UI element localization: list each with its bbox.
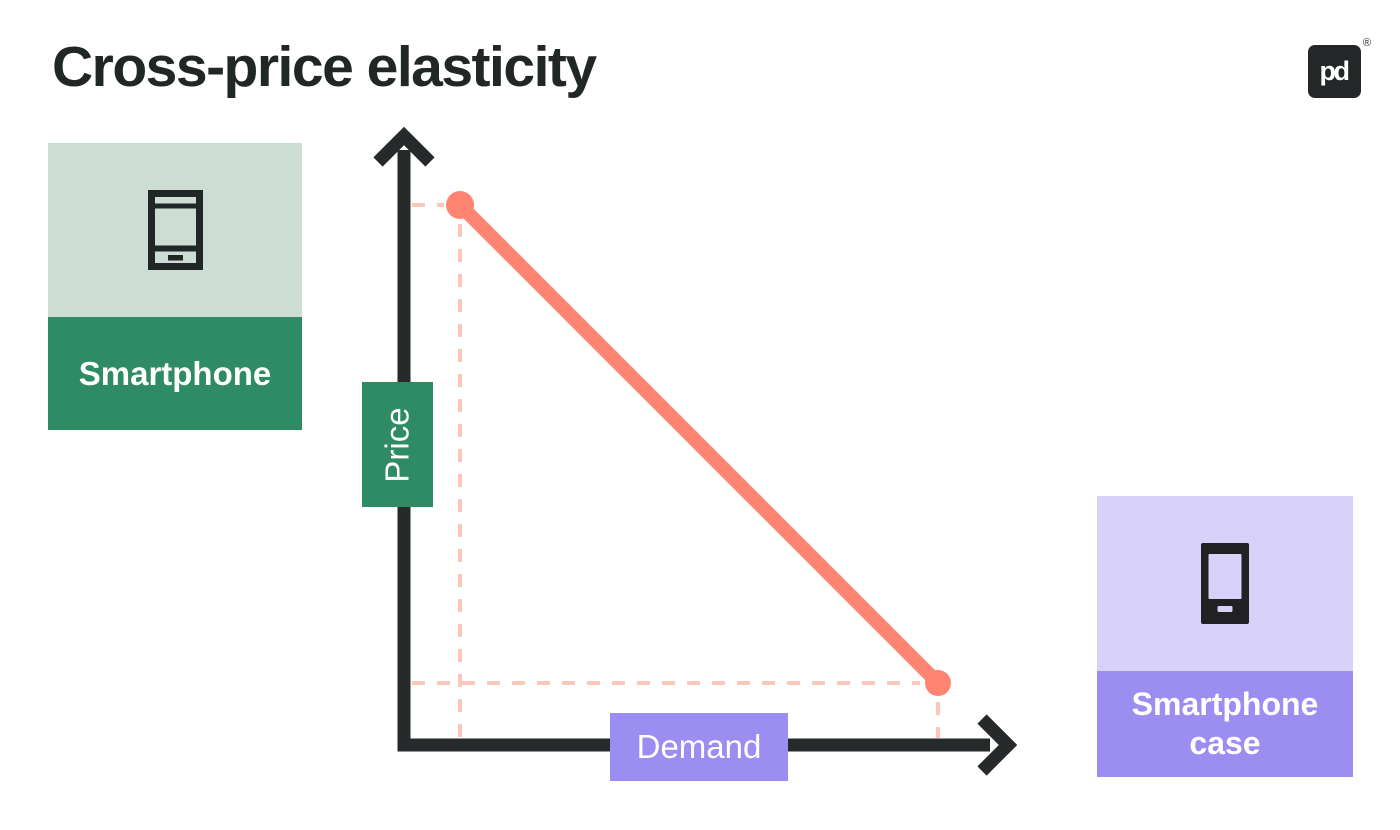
price-label-text: Price — [378, 406, 416, 483]
data-point-low-price-high-demand — [925, 670, 951, 696]
pandadoc-logo: pd ® — [1308, 37, 1371, 98]
card-smartphone: Smartphone — [48, 143, 302, 430]
logo-pd-glyph: pd — [1319, 56, 1351, 86]
card-smartphone-case-label: Smartphone case — [1097, 671, 1353, 777]
dashed-guide-lines — [412, 203, 940, 738]
page-title: Cross-price elasticity — [52, 35, 597, 99]
card-smartphone-case: Smartphone case — [1097, 496, 1353, 777]
y-axis-label-price: Price — [362, 382, 433, 507]
demand-curve-line — [455, 200, 943, 688]
smartphone-label-text: Smartphone — [78, 354, 272, 392]
card-smartphone-image-area — [48, 143, 302, 317]
demand-label-text: Demand — [636, 728, 762, 765]
x-axis-label-demand: Demand — [610, 713, 788, 781]
card-smartphone-label: Smartphone — [48, 317, 302, 430]
y-axis-arrowhead — [373, 126, 435, 167]
logo-square: pd — [1308, 45, 1361, 98]
smartphone-outline-icon — [147, 190, 203, 270]
case-label-line2: case — [1189, 725, 1261, 761]
axes — [373, 126, 1018, 776]
card-smartphone-case-image-area — [1097, 496, 1353, 671]
x-axis-arrowhead — [977, 714, 1018, 776]
registered-trademark-symbol: ® — [1362, 37, 1371, 49]
case-label-line1: Smartphone — [1131, 686, 1319, 722]
data-point-high-price-low-demand — [446, 191, 474, 219]
smartphone-case-filled-icon — [1201, 543, 1249, 624]
